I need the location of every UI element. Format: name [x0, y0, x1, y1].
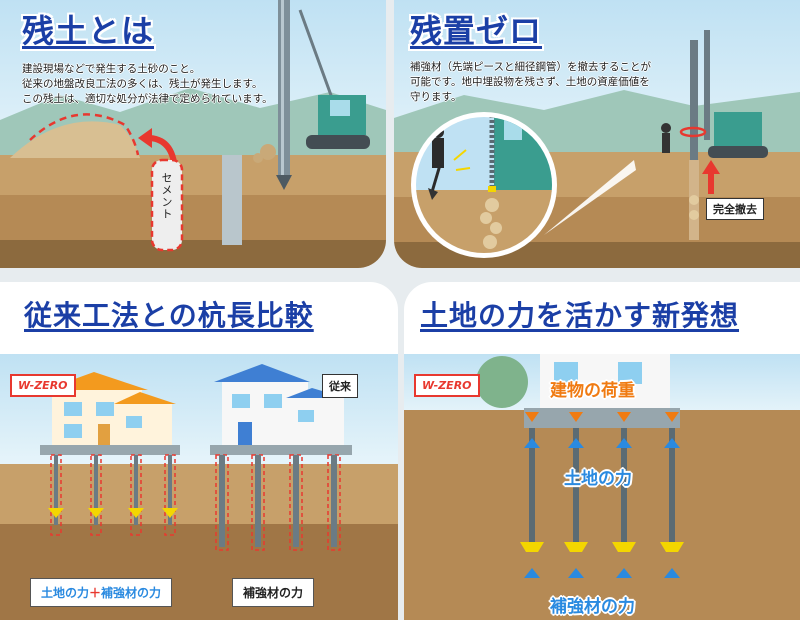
panel-residual-soil: 残土とは 建設現場などで発生する土砂のこと。 従来の地盤改良工法の多くは、残土が… [0, 0, 386, 268]
pile-shaft [54, 455, 58, 525]
desc-line: 建設現場などで発生する土砂のこと。 [22, 63, 201, 75]
desc-line: 可能です。地中埋設物を残さず、土地の資産価値を [410, 76, 650, 88]
pile-outline-dashed [130, 454, 142, 536]
foundation-slab [524, 408, 680, 428]
improved-column [222, 155, 242, 245]
residual-soil-illustration [0, 0, 386, 268]
pile-outline-dashed [289, 454, 303, 551]
caption-reinforcement-only: 補強材の力 [232, 578, 315, 607]
rig-body [714, 112, 762, 146]
reinforcement-up-arrow-icon [568, 568, 584, 578]
caption-reinforcement-power: 補強材の力 [101, 586, 162, 600]
pile-tip [48, 508, 64, 518]
panel-title: 残置ゼロ [410, 12, 543, 50]
desc-line: 従来の地盤改良工法の多くは、残土が発生します。 [22, 78, 263, 90]
pile-shaft [573, 428, 579, 546]
caption-plus: ＋ [89, 586, 102, 600]
complete-removal-label: 完全撤去 [706, 198, 764, 220]
pile-outline-dashed [327, 454, 341, 551]
pile-shaft [255, 455, 261, 547]
pile-tip [520, 542, 544, 552]
pile-tip [660, 542, 684, 552]
house-conventional [210, 364, 352, 455]
rig-mast [690, 40, 698, 180]
panel-description: 補強材（先端ピースと細径鋼管）を撤去することが 可能です。地中埋設物を残さず、土… [410, 60, 651, 105]
pile-outline-dashed [164, 454, 176, 536]
label-land-power: 土地の力 [564, 469, 632, 489]
panel-pile-length-comparison: 従来工法との杭長比較 W-ZERO 従来 土地の力＋補強材の力 補強材の力 [0, 282, 398, 620]
pile-shaft [331, 455, 337, 547]
desc-line: この残土は、適切な処分が法律で定められています。 [22, 93, 273, 105]
pile-shaft [94, 455, 98, 525]
pile-tip [612, 542, 636, 552]
pile-shaft [529, 428, 535, 546]
land-up-arrow-icon [664, 438, 680, 448]
pile-shaft [219, 455, 225, 547]
land-power-illustration [404, 354, 800, 620]
panel-land-power: 土地の力を活かす新発想 W-ZERO 建物の荷重 土地の力 補強材の力 [404, 282, 800, 620]
cement-label: セメント [160, 172, 173, 220]
land-up-arrow-icon [616, 438, 632, 448]
panel-description: 建設現場などで発生する土砂のこと。 従来の地盤改良工法の多くは、残土が発生します… [22, 62, 273, 107]
pile-comparison-illustration [0, 354, 398, 620]
pile-shaft [168, 455, 172, 525]
reinforcement-up-arrow-icon [524, 568, 540, 578]
badge-conventional: 従来 [322, 374, 358, 398]
land-up-arrow-icon [568, 438, 584, 448]
caption-land-plus-reinforcement: 土地の力＋補強材の力 [30, 578, 173, 607]
panel-title: 土地の力を活かす新発想 [420, 299, 740, 332]
pile-tip [88, 508, 104, 518]
label-building-load: 建物の荷重 [550, 381, 635, 401]
pile-shaft [621, 428, 627, 546]
soil-mound [10, 121, 140, 158]
caption-land-power: 土地の力 [41, 586, 90, 600]
pile-tip [564, 542, 588, 552]
load-down-arrow-icon [665, 412, 679, 422]
badge-wzero: W-ZERO [10, 374, 76, 397]
pile-tip [128, 508, 144, 518]
desc-line: 守ります。 [410, 91, 462, 103]
pile-tip [162, 508, 178, 518]
pile-outline-dashed [50, 454, 62, 536]
pile-shaft [669, 428, 675, 546]
badge-wzero: W-ZERO [414, 374, 480, 397]
panel-title: 残土とは [22, 12, 155, 50]
pile-outline-dashed [90, 454, 102, 536]
reinforcement-up-arrow-icon [616, 568, 632, 578]
house-wzero [40, 372, 180, 455]
load-down-arrow-icon [569, 412, 583, 422]
cement-column [150, 158, 184, 252]
zero-residue-illustration [394, 0, 800, 268]
label-reinforcement-power: 補強材の力 [550, 597, 635, 617]
pile-outline-dashed [251, 454, 265, 551]
pile-outline-dashed [215, 454, 229, 551]
desc-line: 補強材（先端ピースと細径鋼管）を撤去することが [410, 61, 651, 73]
panel-zero-residue: 残置ゼロ 補強材（先端ピースと細径鋼管）を撤去することが 可能です。地中埋設物を… [394, 0, 800, 268]
panel-title: 従来工法との杭長比較 [24, 299, 314, 332]
reinforcement-up-arrow-icon [664, 568, 680, 578]
load-down-arrow-icon [525, 412, 539, 422]
pile-shaft [134, 455, 138, 525]
land-up-arrow-icon [524, 438, 540, 448]
load-down-arrow-icon [617, 412, 631, 422]
pile-shaft [293, 455, 299, 547]
